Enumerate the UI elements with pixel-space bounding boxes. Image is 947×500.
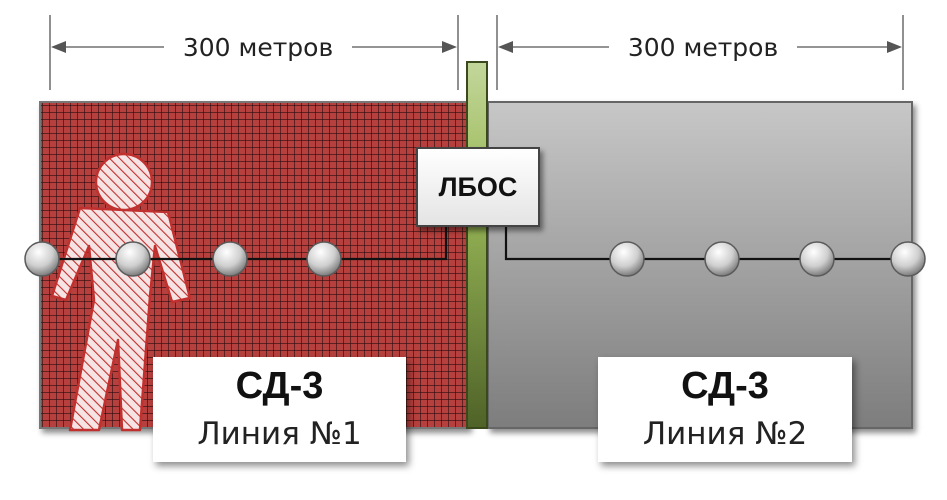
sensor-cable-line-2 xyxy=(504,226,912,261)
distance-label-left: 300 метров xyxy=(164,30,352,66)
boundary-pole xyxy=(466,61,488,429)
zone-info-box-left: СД-3 Линия №1 xyxy=(153,357,406,462)
sensor-node xyxy=(115,241,151,277)
zone-info-box-right: СД-3 Линия №2 xyxy=(598,357,852,462)
sensor-node xyxy=(212,241,248,277)
zone-title-right: СД-3 xyxy=(681,365,769,407)
intruder-figure-icon xyxy=(50,152,192,432)
sensor-cable xyxy=(40,226,912,261)
sensor-node xyxy=(799,241,835,277)
lbos-label: ЛБОС xyxy=(438,171,518,202)
zone-line-label-right: Линия №2 xyxy=(642,416,808,452)
zone-line-label-left: Линия №1 xyxy=(197,416,362,452)
sensor-node xyxy=(609,241,645,277)
distance-label-right: 300 метров xyxy=(609,30,797,66)
lbos-unit-box: ЛБОС xyxy=(416,147,540,227)
sensor-cable-line-1 xyxy=(40,226,448,261)
sensor-node xyxy=(24,241,60,277)
sensor-node xyxy=(306,241,342,277)
sensor-node xyxy=(704,241,740,277)
sensor-node xyxy=(890,241,926,277)
sensor-nodes xyxy=(24,241,926,277)
dimension-arrowheads xyxy=(51,41,902,53)
zone-title-left: СД-3 xyxy=(235,365,324,407)
